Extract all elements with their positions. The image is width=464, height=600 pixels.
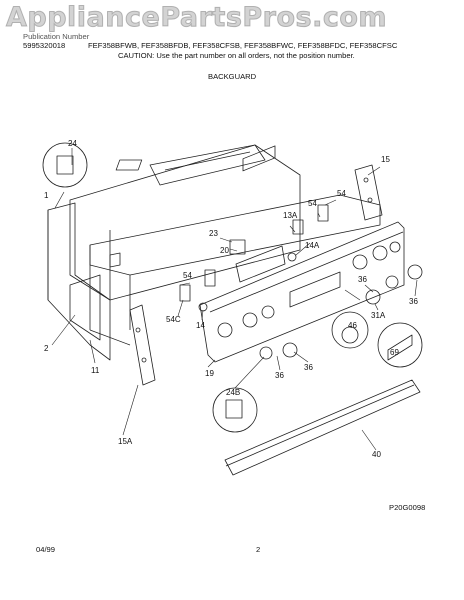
detail-24-switch xyxy=(42,142,88,188)
publication-label: Publication Number xyxy=(23,32,90,41)
callout-36-b: 36 xyxy=(304,363,313,372)
callout-15: 15 xyxy=(381,155,390,164)
callout-11: 11 xyxy=(91,366,100,375)
callout-14a: 14A xyxy=(305,241,320,250)
switch-parts xyxy=(179,204,329,312)
right-end-bracket xyxy=(354,164,383,221)
left-side-panel xyxy=(47,202,111,361)
callout-labels: 24 1 15 54 54 13A 23 20 14A 54 54C 14 2 … xyxy=(44,139,418,459)
knobs xyxy=(259,264,423,360)
section-title: BACKGUARD xyxy=(208,72,257,81)
callout-13a: 13A xyxy=(283,211,298,220)
callout-54-mid: 54 xyxy=(308,199,317,208)
detail-69-clip xyxy=(377,322,423,368)
callout-1: 1 xyxy=(44,191,49,200)
footer-page-number: 2 xyxy=(256,545,261,554)
callout-54-lower: 54 xyxy=(183,271,192,280)
detail-46-element xyxy=(331,311,369,349)
backguard-frame xyxy=(89,194,381,346)
trim-40 xyxy=(224,379,421,476)
callout-19: 19 xyxy=(205,369,214,378)
callout-31a: 31A xyxy=(371,311,386,320)
callout-69: 69 xyxy=(390,348,399,357)
callout-14: 14 xyxy=(196,321,205,330)
watermark-logo: AppliancePartsPros.com xyxy=(5,2,388,34)
callout-24b: 24B xyxy=(226,388,240,397)
callout-54c: 54C xyxy=(166,315,181,324)
left-end-bracket xyxy=(129,304,156,386)
callout-2: 2 xyxy=(44,344,49,353)
control-panel xyxy=(199,145,405,363)
callout-20: 20 xyxy=(220,246,229,255)
caution-note: CAUTION: Use the part number on all orde… xyxy=(118,51,355,60)
callout-54-upper: 54 xyxy=(337,189,346,198)
callout-15a: 15A xyxy=(118,437,133,446)
callout-46: 46 xyxy=(348,321,357,330)
model-list: FEF358BFWB, FEF358BFDB, FEF358CFSB, FEF3… xyxy=(88,41,398,50)
callout-23: 23 xyxy=(209,229,218,238)
callout-40: 40 xyxy=(372,450,381,459)
publication-number: 5995320018 xyxy=(23,41,66,50)
callout-36-d: 36 xyxy=(358,275,367,284)
footer-date: 04/99 xyxy=(36,545,56,554)
leader-lines xyxy=(51,148,418,451)
rear-panel xyxy=(69,144,301,301)
callout-24: 24 xyxy=(68,139,77,148)
callout-36-a: 36 xyxy=(275,371,284,380)
callout-36-c: 36 xyxy=(409,297,418,306)
figure-id: P20G0098 xyxy=(389,503,426,512)
